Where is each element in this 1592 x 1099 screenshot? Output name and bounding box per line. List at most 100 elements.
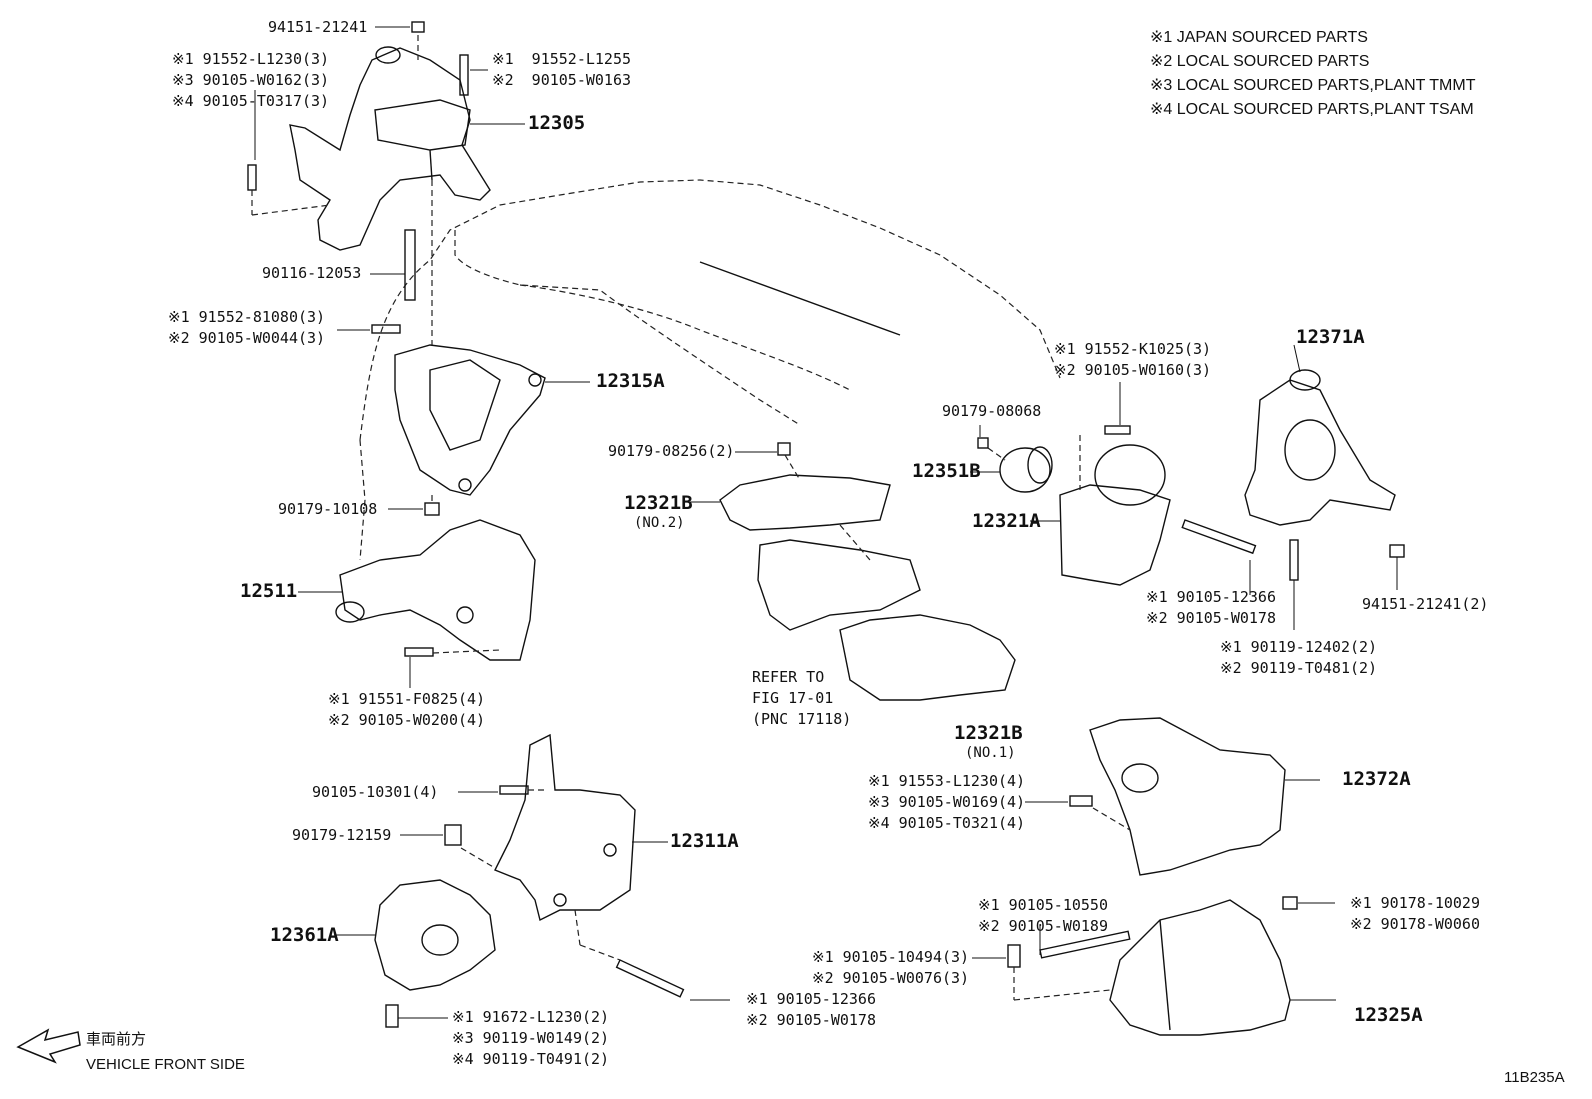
nut-90179-08068 xyxy=(977,437,989,449)
figure-id: 11B235A xyxy=(1504,1069,1565,1086)
fastener-bolts xyxy=(247,21,1405,1028)
label-90105-10301: 90105-10301(4) xyxy=(312,783,439,801)
label-g7-2: ※2 90119-T0481(2) xyxy=(1220,659,1378,677)
engine-edge-line xyxy=(699,261,901,336)
bolt-12321A xyxy=(1104,425,1131,435)
legend-line-2: ※2 LOCAL SOURCED PARTS xyxy=(1150,53,1370,70)
label-g7-1: ※1 90119-12402(2) xyxy=(1220,638,1378,656)
bracket-12321B-no2-drawing xyxy=(719,474,891,531)
engine-outline xyxy=(359,179,1061,441)
label-g11-2: ※2 90105-W0189 xyxy=(978,917,1108,935)
long-bolt-12311A xyxy=(615,959,685,998)
front-side-jp: 車両前方 xyxy=(86,1031,147,1048)
bolt-12511 xyxy=(404,647,434,657)
bolt-12361A xyxy=(385,1004,399,1028)
stud-90119 xyxy=(1289,539,1299,581)
nut-90179-10108 xyxy=(424,502,440,516)
bracket-12315A-drawing xyxy=(394,344,546,496)
long-bolt-12321A xyxy=(1181,519,1257,555)
label-g13-2: ※2 90178-W0060 xyxy=(1350,915,1480,933)
nut-94151-right xyxy=(1389,544,1405,558)
nut-top xyxy=(411,21,425,33)
label-12511: 12511 xyxy=(240,580,298,602)
label-90179-08068: 90179-08068 xyxy=(942,402,1042,420)
bolt-12325A-left xyxy=(1007,944,1021,968)
label-12321B-no2: 12321B xyxy=(624,492,693,514)
label-g9-2: ※2 90105-W0178 xyxy=(746,1011,876,1029)
legend-line-3: ※3 LOCAL SOURCED PARTS,PLANT TMMT xyxy=(1150,77,1476,94)
label-12351B: 12351B xyxy=(912,460,981,482)
label-refer-3: (PNC 17118) xyxy=(752,710,852,728)
label-12361A: 12361A xyxy=(270,924,339,946)
legend-line-1: ※1 JAPAN SOURCED PARTS xyxy=(1150,29,1368,46)
label-12321B-no1: 12321B xyxy=(954,722,1023,744)
label-90116: 90116-12053 xyxy=(262,264,362,282)
label-refer-1: REFER TO xyxy=(752,668,825,686)
nut-90178 xyxy=(1282,896,1298,910)
bolt-12372A xyxy=(1069,795,1093,807)
long-bolt-12325A xyxy=(1039,930,1131,959)
label-94151-right: 94151-21241(2) xyxy=(1362,595,1489,613)
bracket-12372A-drawing xyxy=(1089,717,1286,876)
bolt-12315A xyxy=(371,324,401,334)
label-refer-2: FIG 17-01 xyxy=(752,689,834,707)
label-12325A: 12325A xyxy=(1354,1004,1423,1026)
label-g2-2: ※2 90105-W0163 xyxy=(492,71,631,89)
label-12311A: 12311A xyxy=(670,830,739,852)
label-g8-3: ※4 90105-T0321(4) xyxy=(868,814,1026,832)
label-g4-2: ※2 90105-W0200(4) xyxy=(328,711,486,729)
label-no2: (NO.2) xyxy=(634,515,685,531)
label-g8-1: ※1 91553-L1230(4) xyxy=(868,772,1026,790)
assembly-dash-lines xyxy=(251,35,1131,1001)
label-12372A: 12372A xyxy=(1342,768,1411,790)
reference-bracket-drawing xyxy=(757,539,921,631)
label-g9-1: ※1 90105-12366 xyxy=(746,990,876,1008)
label-g1-2: ※3 90105-W0162(3) xyxy=(172,71,330,89)
label-g10-1: ※1 91672-L1230(2) xyxy=(452,1008,610,1026)
bolt-90105-10301 xyxy=(499,785,529,795)
bracket-12325A-drawing xyxy=(1109,899,1291,1036)
label-90179-08256: 90179-08256(2) xyxy=(608,442,735,460)
nut-90179-12159 xyxy=(444,824,462,846)
label-90179-10108: 90179-10108 xyxy=(278,500,378,518)
label-g12-2: ※2 90105-W0076(3) xyxy=(812,969,970,987)
label-g5-2: ※2 90105-W0160(3) xyxy=(1054,361,1212,379)
front-side-en: VEHICLE FRONT SIDE xyxy=(86,1056,245,1073)
label-g3-2: ※2 90105-W0044(3) xyxy=(168,329,326,347)
label-94151-top: 94151-21241 xyxy=(268,18,368,36)
bracket-12511-drawing xyxy=(335,519,536,661)
engine-outline-lower xyxy=(454,230,801,426)
label-g6-2: ※2 90105-W0178 xyxy=(1146,609,1276,627)
label-g13-1: ※1 90178-10029 xyxy=(1350,894,1480,912)
label-12305: 12305 xyxy=(528,112,586,134)
bolt-12305 xyxy=(459,54,469,96)
mount-12361A-drawing xyxy=(374,879,496,991)
label-g4-1: ※1 91551-F0825(4) xyxy=(328,690,486,708)
label-g10-2: ※3 90119-W0149(2) xyxy=(452,1029,610,1047)
label-90179-12159: 90179-12159 xyxy=(292,826,392,844)
label-g2-1: ※1 91552-L1255 xyxy=(492,50,631,68)
label-12371A: 12371A xyxy=(1296,326,1365,348)
engine-outline-left xyxy=(359,439,366,561)
mount-12305-drawing xyxy=(289,46,491,301)
label-no1: (NO.1) xyxy=(965,745,1016,761)
label-g10-3: ※4 90119-T0491(2) xyxy=(452,1050,610,1068)
mount-12371A-drawing xyxy=(1244,369,1396,526)
label-g5-1: ※1 91552-K1025(3) xyxy=(1054,340,1212,358)
label-g6-1: ※1 90105-12366 xyxy=(1146,588,1276,606)
label-12321A: 12321A xyxy=(972,510,1041,532)
label-g8-2: ※3 90105-W0169(4) xyxy=(868,793,1026,811)
bracket-12321A-drawing xyxy=(1059,444,1171,586)
front-arrow-icon xyxy=(16,1028,81,1064)
cushion-12351B-drawing xyxy=(999,446,1053,493)
label-g12-1: ※1 90105-10494(3) xyxy=(812,948,970,966)
leader-lines xyxy=(254,26,1398,1019)
bracket-12311A-drawing xyxy=(494,733,636,922)
bracket-12321B-no1-drawing xyxy=(839,614,1016,701)
bolt-left-top xyxy=(247,164,257,191)
engine-outline-inner xyxy=(519,284,851,391)
label-12315A: 12315A xyxy=(596,370,665,392)
nut-90179-08256 xyxy=(777,442,791,456)
